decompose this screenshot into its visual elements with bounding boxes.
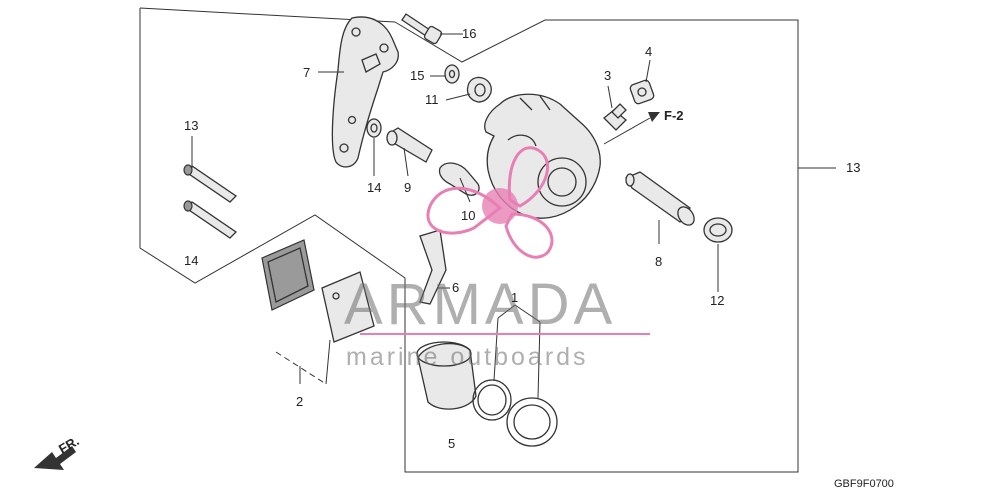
callout-10: 10 xyxy=(461,208,475,223)
front-direction-arrow xyxy=(34,446,76,470)
callout-17: 16 xyxy=(462,26,476,41)
caliper-body-13 xyxy=(484,93,601,219)
watermark-tagline: marine outboards xyxy=(346,343,589,371)
pin-14-upper xyxy=(183,164,238,203)
callout-13: 13 xyxy=(846,160,860,175)
callout-3: 3 xyxy=(604,68,611,83)
flow-arrow xyxy=(603,112,660,145)
watermark-brand: ARMADA xyxy=(344,272,616,337)
callout-14-upper: 13 xyxy=(184,118,198,133)
callout-14-lower: 14 xyxy=(184,253,198,268)
callout-1: 1 xyxy=(511,290,518,305)
piston-5 xyxy=(416,341,477,410)
dust-seal xyxy=(506,397,558,447)
callout-9: 9 xyxy=(404,180,411,195)
callout-6: 6 xyxy=(452,280,459,295)
callout-4: 4 xyxy=(645,44,652,59)
caliper-bracket xyxy=(331,16,399,168)
callout-15: 14 xyxy=(367,180,381,195)
callout-11: 11 xyxy=(425,92,439,107)
flow-label: F-2 xyxy=(664,108,684,123)
callout-2: 2 xyxy=(296,394,303,409)
washer-15 xyxy=(366,118,382,138)
callout-5: 5 xyxy=(448,436,455,451)
callout-7: 7 xyxy=(303,65,310,80)
armada-logo-icon xyxy=(426,146,554,259)
pin-8 xyxy=(625,171,695,226)
callout-16: 15 xyxy=(410,68,424,83)
brake-pad-inner xyxy=(261,239,315,311)
cap-12 xyxy=(703,217,733,243)
front-direction-label: FR. xyxy=(56,433,82,456)
pin-9 xyxy=(386,127,433,163)
brake-pad-outer xyxy=(321,271,375,343)
cap-4 xyxy=(629,79,655,105)
callout-12: 12 xyxy=(710,293,724,308)
washer-16 xyxy=(444,64,460,84)
piston-seal xyxy=(472,379,512,421)
bolt-17 xyxy=(401,13,443,45)
bleed-valve-3 xyxy=(603,103,627,131)
pin-14-lower xyxy=(183,200,238,239)
drawing-code: GBF9F0700 xyxy=(834,478,894,490)
callout-8: 8 xyxy=(655,254,662,269)
boot-11 xyxy=(466,76,492,103)
